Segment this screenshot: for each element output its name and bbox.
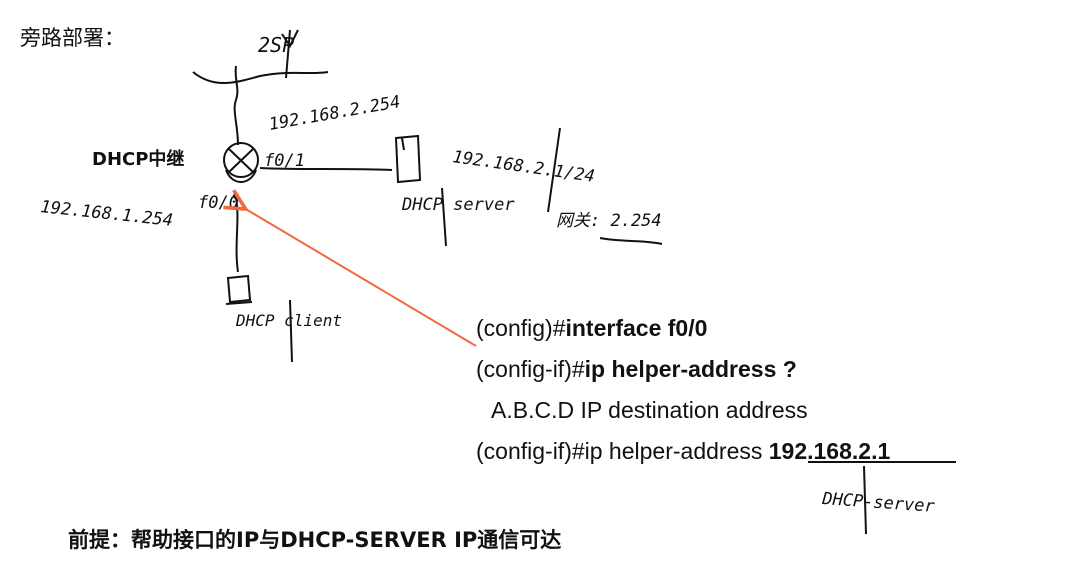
helper-target-label: DHCP-server bbox=[821, 489, 936, 517]
command-line-3: A.B.C.D IP destination address bbox=[491, 397, 808, 423]
isp-label: 2SP bbox=[258, 33, 294, 57]
isp-link-line bbox=[192, 71, 329, 85]
helper-address-tick bbox=[863, 465, 867, 535]
router-upstream-ip: 192.168.2.254 bbox=[267, 92, 402, 135]
command-prompt: (config-if)#ip helper-address bbox=[476, 438, 769, 464]
command-line-1: (config)#interface f0/0 bbox=[476, 308, 890, 349]
interface-wan-label: f0/1 bbox=[264, 151, 305, 171]
isp-antenna-icon bbox=[281, 29, 299, 79]
client-label: DHCP client bbox=[235, 311, 342, 330]
command-text: interface f0/0 bbox=[565, 315, 708, 341]
helper-arrow bbox=[244, 208, 477, 347]
router-uplink-line bbox=[233, 65, 239, 146]
dhcp-relay-label: DHCP中继 bbox=[92, 149, 185, 170]
server-label-stroke bbox=[441, 187, 447, 247]
client-label-stroke bbox=[289, 299, 293, 363]
gateway-underline bbox=[599, 237, 663, 245]
server-divider-line bbox=[547, 127, 561, 213]
premise-note: 前提：帮助接口的IP与DHCP-SERVER IP通信可达 bbox=[68, 528, 562, 552]
server-label: DHCP server bbox=[401, 195, 515, 215]
router-lan-ip-label: 192.168.1.254 bbox=[39, 197, 173, 231]
client-link-line bbox=[235, 197, 239, 273]
gateway-label: 网关: 2.254 bbox=[556, 211, 662, 231]
interface-lan-label: f0/0 bbox=[198, 193, 239, 213]
server-ip-label: 192.168.2.1/24 bbox=[451, 147, 596, 187]
page-title: 旁路部署： bbox=[20, 26, 125, 50]
command-prompt: (config)# bbox=[476, 315, 566, 341]
client-pc-icon bbox=[225, 274, 253, 305]
command-block: (config)#interface f0/0 (config-if)#ip h… bbox=[476, 308, 890, 472]
command-prompt: (config-if)# bbox=[476, 356, 585, 382]
server-icon bbox=[394, 134, 422, 184]
helper-address-value: 192.168.2.1 bbox=[768, 438, 891, 464]
command-text: ip helper-address ? bbox=[584, 356, 797, 382]
command-line-4: (config-if)#ip helper-address 192.168.2.… bbox=[476, 431, 890, 472]
server-link-line bbox=[259, 167, 393, 171]
command-line-2: (config-if)#ip helper-address ? bbox=[476, 349, 890, 390]
router-icon bbox=[223, 142, 259, 199]
